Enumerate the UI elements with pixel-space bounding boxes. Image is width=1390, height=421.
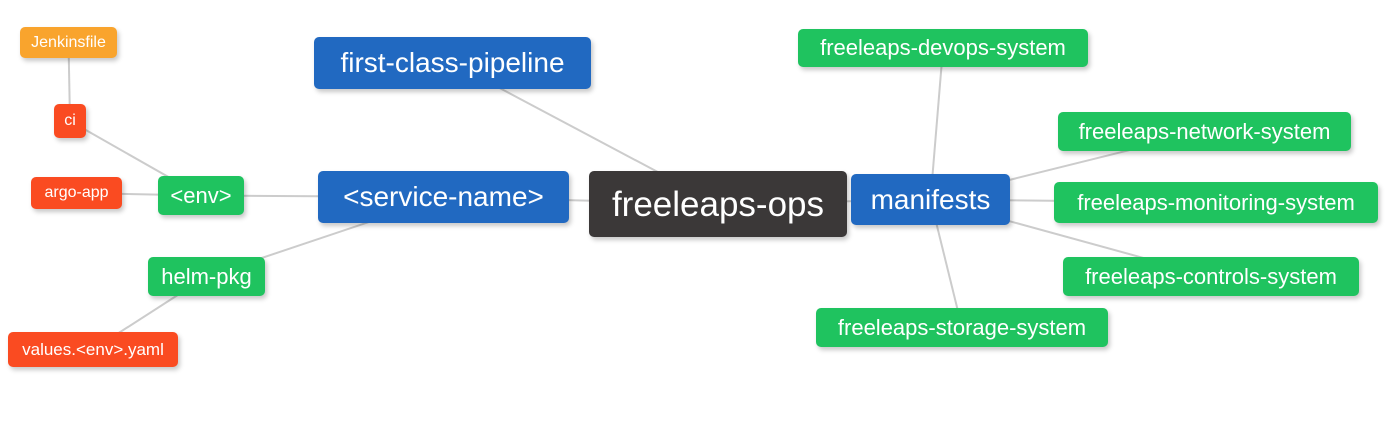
node-freeleaps-network-system[interactable]: freeleaps-network-system [1058,112,1351,151]
node-ci[interactable]: ci [54,104,86,138]
node-freeleaps-devops-system[interactable]: freeleaps-devops-system [798,29,1088,67]
node-freeleaps-storage-system[interactable]: freeleaps-storage-system [816,308,1108,347]
node-argo-app[interactable]: argo-app [31,177,122,209]
node-first-class-pipeline[interactable]: first-class-pipeline [314,37,591,89]
node-helm-pkg[interactable]: helm-pkg [148,257,265,296]
node-freeleaps-monitoring-system[interactable]: freeleaps-monitoring-system [1054,182,1378,223]
node-service-name[interactable]: <service-name> [318,171,569,223]
node-freeleaps-ops[interactable]: freeleaps-ops [589,171,847,237]
node-env[interactable]: <env> [158,176,244,215]
node-freeleaps-controls-system[interactable]: freeleaps-controls-system [1063,257,1359,296]
node-values-env-yaml[interactable]: values.<env>.yaml [8,332,178,367]
node-jenkinsfile[interactable]: Jenkinsfile [20,27,117,58]
node-manifests[interactable]: manifests [851,174,1010,225]
